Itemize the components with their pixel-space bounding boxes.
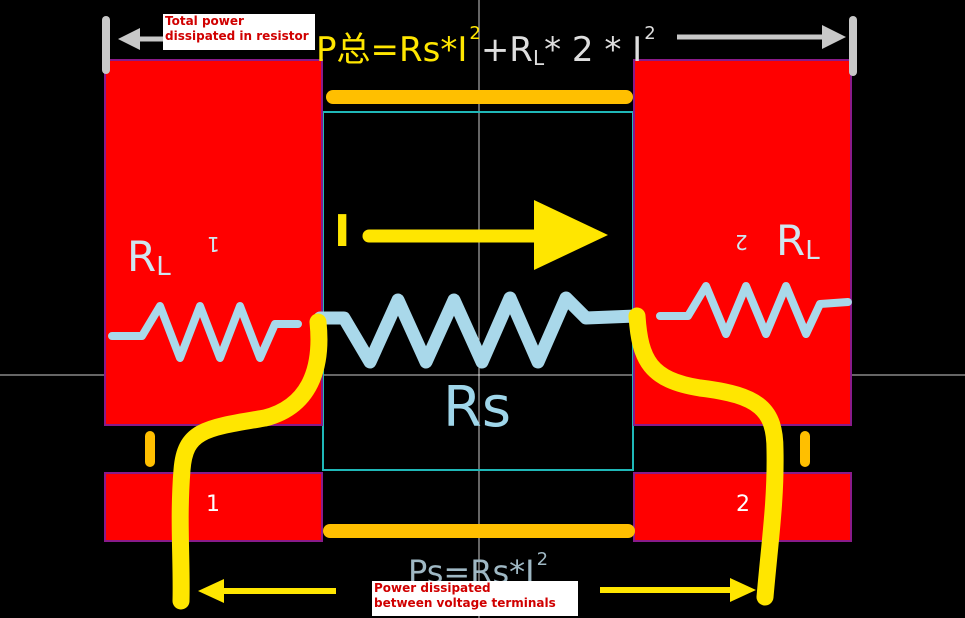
rl-left-label: RL [127, 232, 171, 283]
pad-right-large [633, 59, 852, 426]
resistor-rl-right [656, 282, 852, 338]
arrow-top-left-head [118, 28, 140, 50]
resistor-rl-left [108, 302, 302, 362]
pad-right-number: 2 [736, 492, 750, 517]
pad-left-number: 1 [206, 492, 220, 517]
rl-right-label: RL [776, 216, 820, 267]
current-arrow-head [534, 200, 608, 270]
current-label: I [334, 206, 351, 257]
resistor-rs [313, 291, 643, 369]
pad-right-small [633, 472, 852, 542]
voltage-terminals-note: Power dissipated between voltage termina… [372, 581, 578, 616]
pad-left-large [104, 59, 323, 426]
rl-left-number: 1 [207, 232, 220, 256]
total-power-note: Total power dissipated in resistor [163, 14, 315, 50]
rl-right-number: 2 [735, 230, 748, 254]
arrow-top-right-head [822, 25, 846, 49]
arrow-bottom-left-head [198, 579, 224, 603]
pad-left-small [104, 472, 323, 542]
arrow-bottom-right-head [730, 578, 756, 602]
sense-path-right [628, 307, 784, 606]
sense-path-left [171, 313, 328, 610]
rs-label: Rs [443, 375, 512, 440]
